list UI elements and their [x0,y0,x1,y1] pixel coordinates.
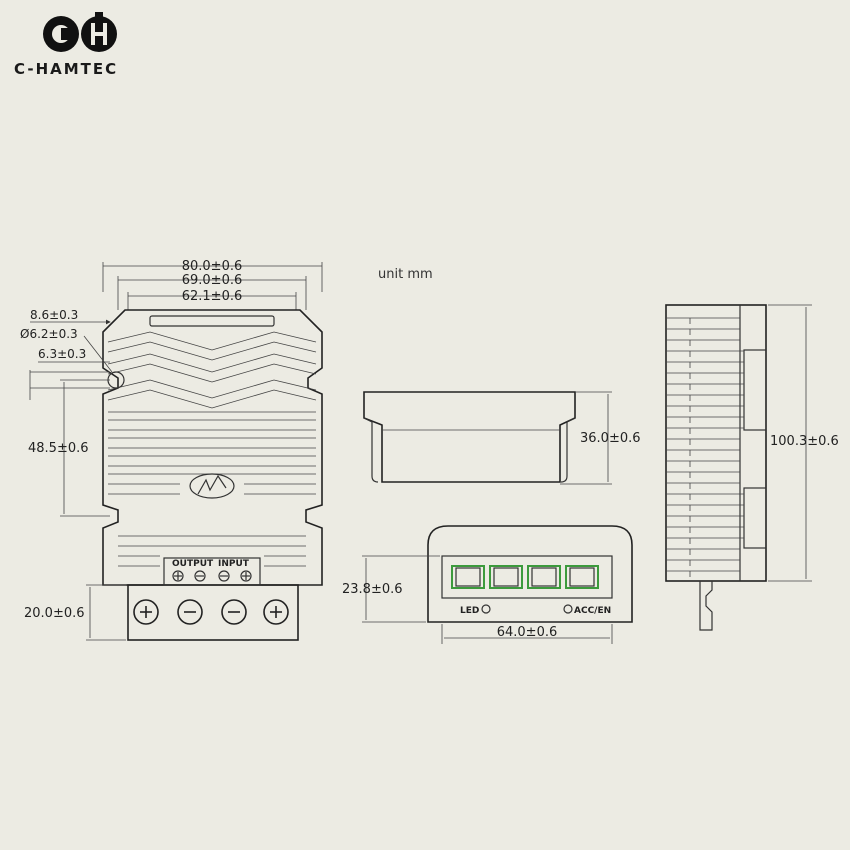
label-input: INPUT [218,559,250,569]
dim-right-length: 100.3±0.6 [770,434,839,449]
unit-label: unit mm [378,267,433,282]
dim-width-mid: 69.0±0.6 [182,273,243,288]
dim-hole-offset: 6.3±0.3 [38,347,86,361]
dim-end-height: 23.8±0.6 [342,582,403,597]
dim-mount-offset: 8.6±0.3 [30,308,78,322]
dim-height-section: 48.5±0.6 [28,441,89,456]
side-view: 36.0±0.6 [363,391,641,485]
front-view: 80.0±0.6 69.0±0.6 62.1±0.6 [20,259,323,641]
label-acc-en: ACC/EN [574,606,611,616]
dim-end-width: 64.0±0.6 [497,625,558,640]
dim-width-overall: 80.0±0.6 [182,259,243,274]
dim-hole-diameter: Ø6.2±0.3 [20,327,78,341]
brand-logo [43,12,117,52]
brand-name: C-HAMTEC [14,60,119,78]
right-view: 100.3±0.6 [665,304,839,631]
dim-terminal-height: 20.0±0.6 [24,606,85,621]
end-view: LED ACC/EN 23.8±0.6 64.0±0.6 [342,525,633,644]
dim-width-inner: 62.1±0.6 [182,289,243,304]
dim-side-height: 36.0±0.6 [580,431,641,446]
connector-ports [451,565,599,589]
label-led: LED [460,606,479,616]
label-output: OUTPUT [172,559,214,569]
